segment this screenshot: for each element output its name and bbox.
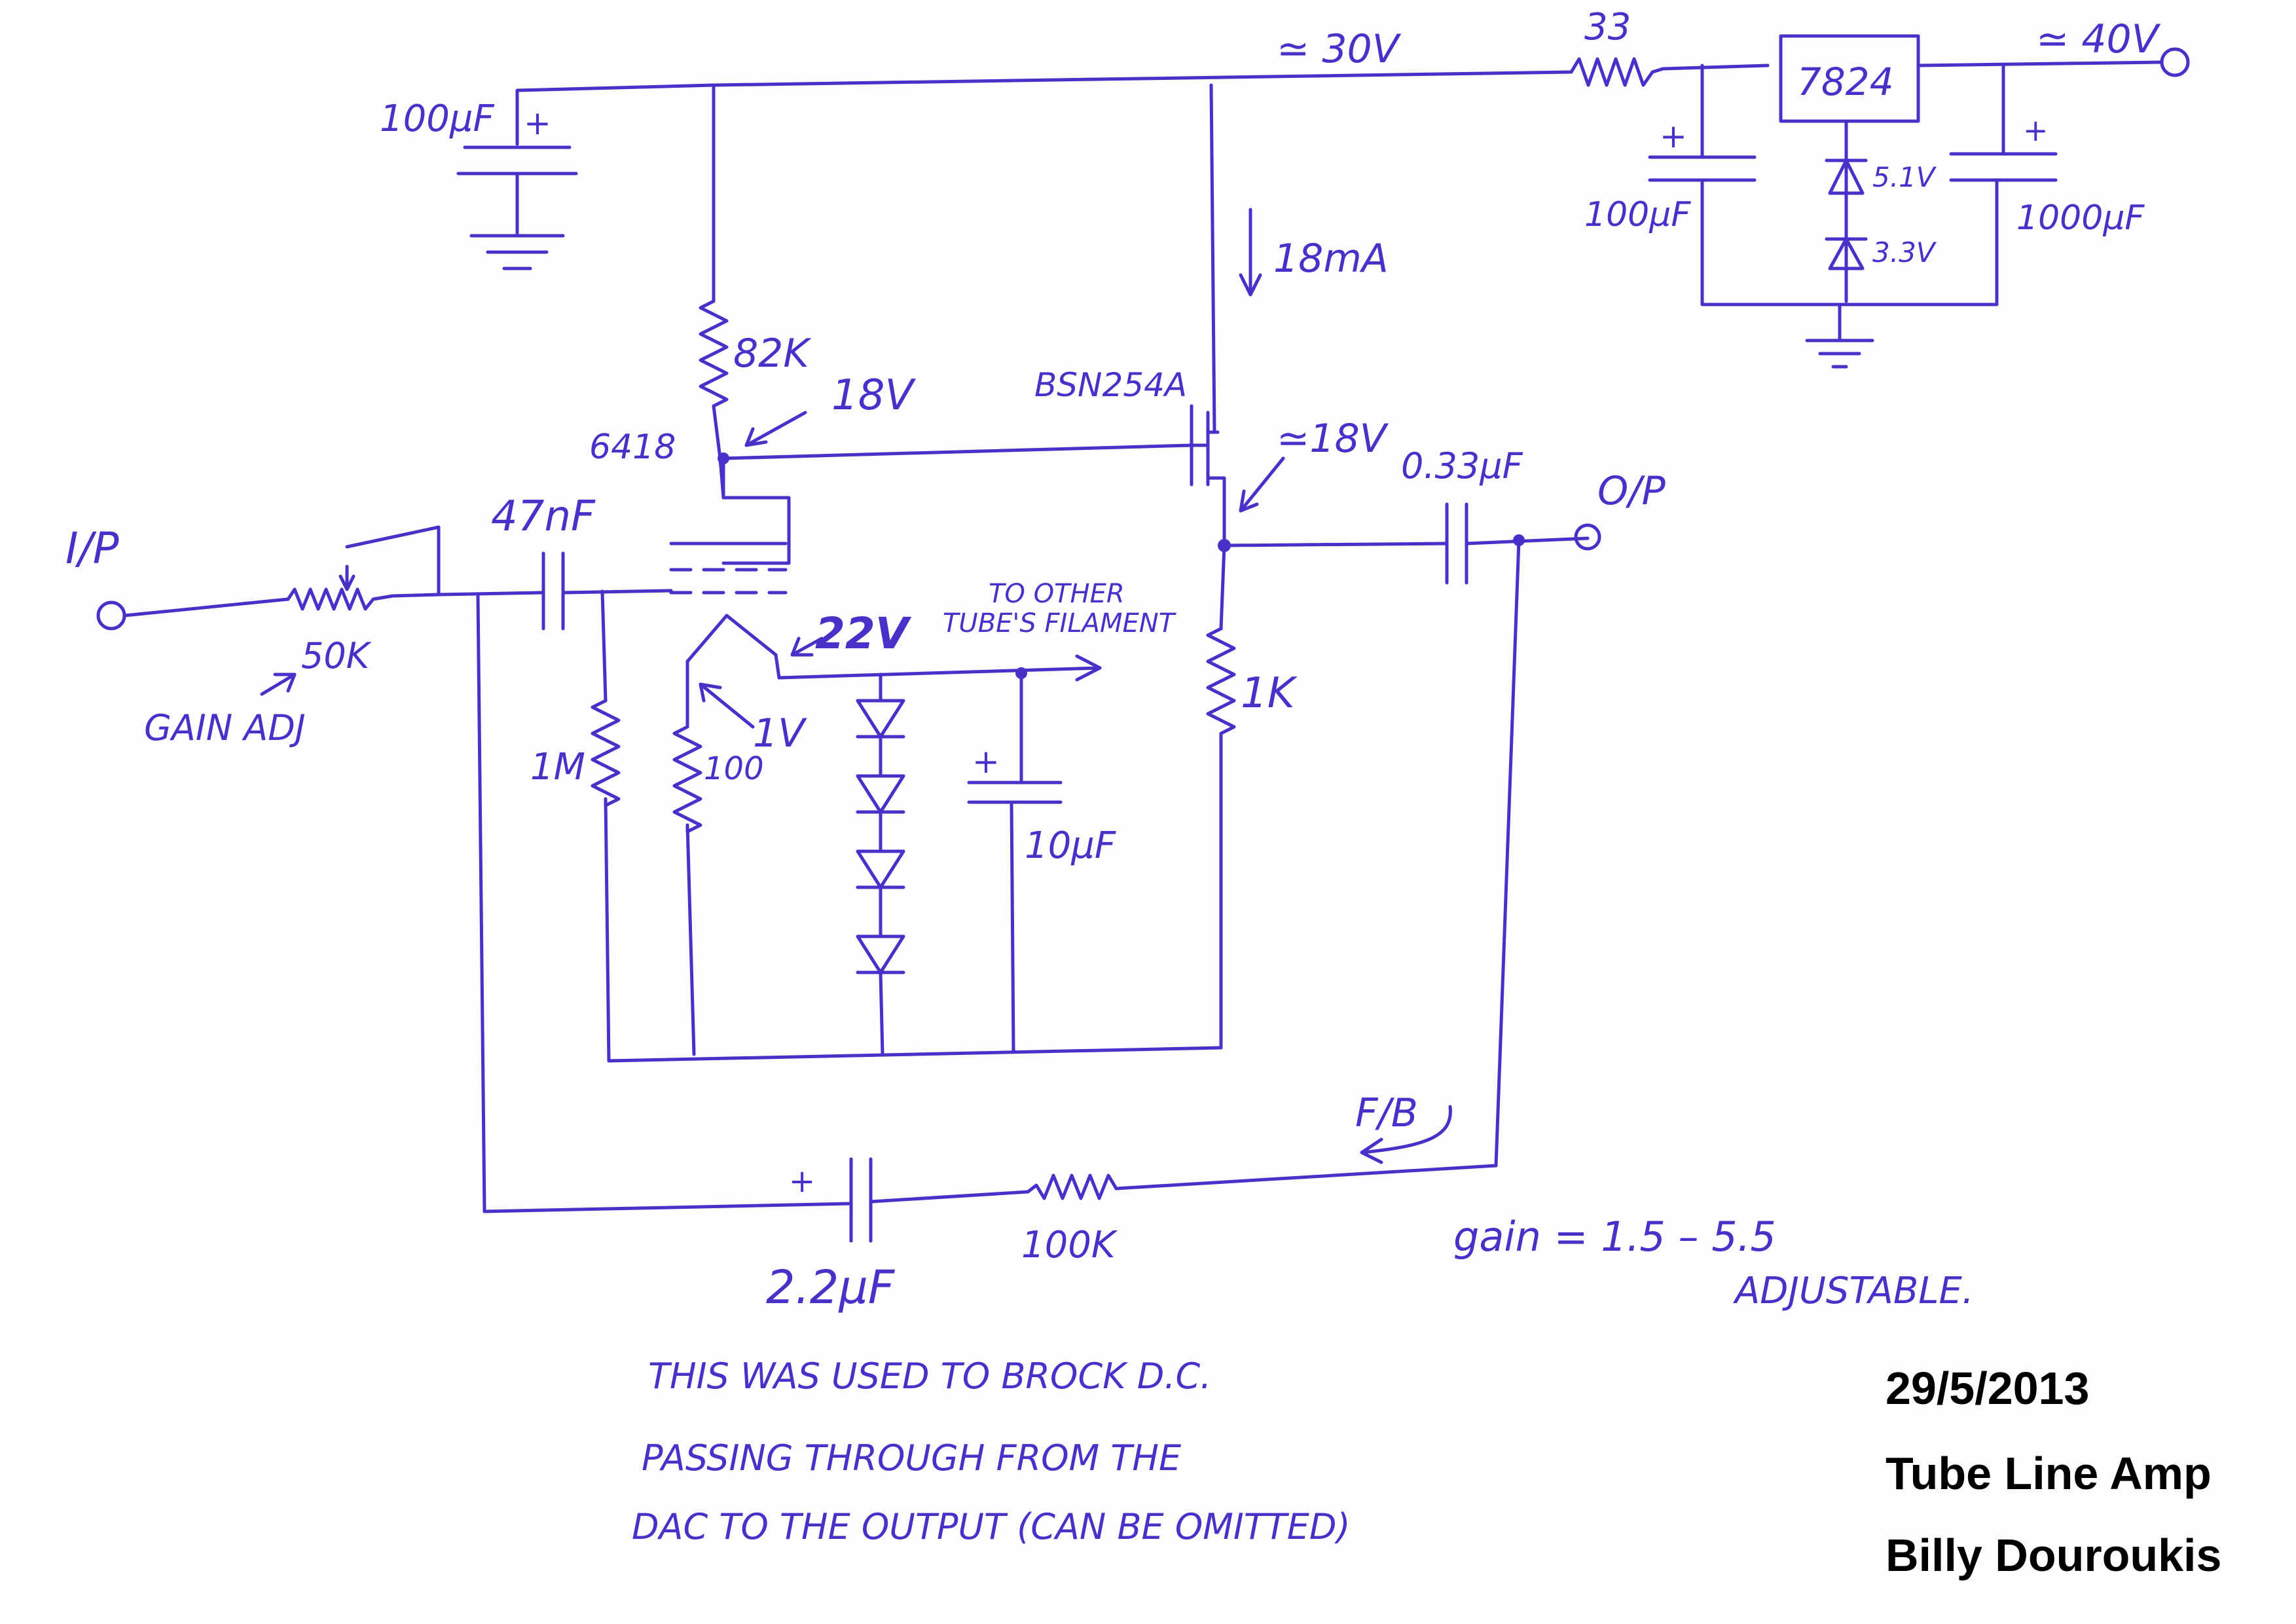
wire-feedback-left: [476, 594, 486, 1213]
label-2-2uf: 2.2μF: [766, 1261, 896, 1314]
feedback-network: + 2.2μF 100K F/B: [483, 538, 1521, 1314]
terminal-input: I/P: [65, 523, 126, 631]
wire-source-to-cap: [1222, 542, 1449, 547]
label-3v3: 3.3V: [1872, 236, 1937, 268]
label-100uf-right: 100μF: [1584, 195, 1691, 234]
potentiometer-50k: 50K GAIN ADJ: [122, 525, 441, 748]
annotation-source-18v: ≃18V: [1239, 416, 1389, 513]
supply-rail: [712, 60, 2162, 87]
label-100uf-left: 100μF: [380, 98, 495, 140]
label-1k: 1K: [1241, 669, 1298, 718]
note-line-1: THIS WAS USED TO BROCK D.C.: [648, 1356, 1211, 1397]
label-to-other-1: TO OTHER: [989, 579, 1125, 609]
label-7824: 7824: [1797, 60, 1894, 104]
label-18v: 18V: [831, 371, 916, 420]
label-adjustable: ADJUSTABLE.: [1733, 1270, 1974, 1312]
diode-string: [856, 673, 905, 1056]
label-10uf: 10μF: [1025, 824, 1116, 867]
resistor-100: 1V 100: [672, 673, 807, 1056]
label-033uf: 0.33μF: [1401, 445, 1523, 487]
label-50k: 50K: [301, 635, 372, 676]
capacitor-033uf: 0.33μF: [1401, 445, 1590, 585]
plus-100uf-right: +: [1660, 117, 1687, 155]
label-gain: gain = 1.5 – 5.5: [1453, 1213, 1776, 1261]
label-approx-18v: ≃18V: [1277, 416, 1389, 462]
note-line-3: DAC TO THE OUTPUT (CAN BE OMITTED): [632, 1506, 1351, 1547]
label-gain-adj: GAIN ADJ: [144, 707, 306, 748]
capacitor-47nf: 47nF: [491, 492, 673, 631]
label-47nf: 47nF: [491, 492, 596, 541]
stamp-author: Billy Douroukis: [1886, 1530, 2222, 1581]
plus-1000uf: +: [2023, 113, 2049, 148]
label-1v: 1V: [753, 710, 807, 756]
label-fb: F/B: [1355, 1090, 1418, 1136]
note-line-2: PASSING THROUGH FROM THE: [642, 1437, 1182, 1479]
label-82k: 82K: [733, 331, 812, 377]
wire-to-47nf: [437, 591, 545, 597]
wire-ground-bus: [607, 1046, 1223, 1063]
annotation-18v: 18V: [744, 371, 916, 447]
filament: 22V TO OTHER TUBE'S FILAMENT: [685, 579, 1177, 682]
ground-symbol-regulator: [1805, 303, 1874, 369]
label-18ma: 18mA: [1273, 236, 1389, 282]
label-40v: ≃ 40V: [2036, 16, 2161, 62]
capacitor-10uf: + 10μF: [967, 667, 1116, 1053]
plus-100uf-left: +: [524, 104, 551, 142]
terminal-output: O/P: [1574, 468, 1666, 551]
label-ip: I/P: [65, 523, 119, 574]
label-1m: 1M: [530, 746, 585, 788]
annotation-18ma: 18mA: [1239, 208, 1389, 297]
regulator-7824: 7824: [1779, 34, 1920, 303]
wire-plate-to-gate: [721, 443, 1194, 460]
label-to-other-2: TUBE'S FILAMENT: [943, 608, 1177, 638]
label-op: O/P: [1597, 468, 1666, 514]
label-5v1: 5.1V: [1872, 161, 1937, 193]
label-100k: 100K: [1021, 1224, 1118, 1266]
resistor-1k: 1K: [1206, 544, 1298, 1050]
resistor-82k: 82K: [699, 83, 812, 500]
resistor-1m: 1M: [530, 589, 621, 1063]
capacitor-100uf-left: 100μF +: [380, 83, 716, 270]
stamp-date: 29/5/2013: [1886, 1363, 2090, 1414]
tube-6418: [669, 456, 791, 595]
resistor-33: 33: [1569, 6, 1665, 87]
plus-2-2uf: +: [789, 1163, 815, 1200]
label-1000uf: 1000μF: [2016, 198, 2145, 238]
capacitor-100uf-right: + 100μF: [1584, 64, 1848, 306]
label-30v: ≃ 30V: [1277, 26, 1402, 72]
terminal-40v: ≃ 40V: [2036, 16, 2190, 77]
zener-diodes: 5.1V 3.3V: [1825, 158, 1937, 270]
stamp-title: Tube Line Amp: [1886, 1448, 2212, 1499]
capacitor-1000uf: + 1000μF: [1844, 64, 2145, 306]
label-bsn254a: BSN254A: [1034, 366, 1187, 404]
label-100: 100: [704, 750, 764, 787]
mosfet-bsn254a: BSN254A: [1034, 83, 1226, 545]
plus-10uf: +: [972, 743, 1000, 781]
label-33: 33: [1584, 6, 1631, 48]
label-22v: 22V: [815, 608, 912, 659]
label-6418: 6418: [589, 428, 676, 467]
